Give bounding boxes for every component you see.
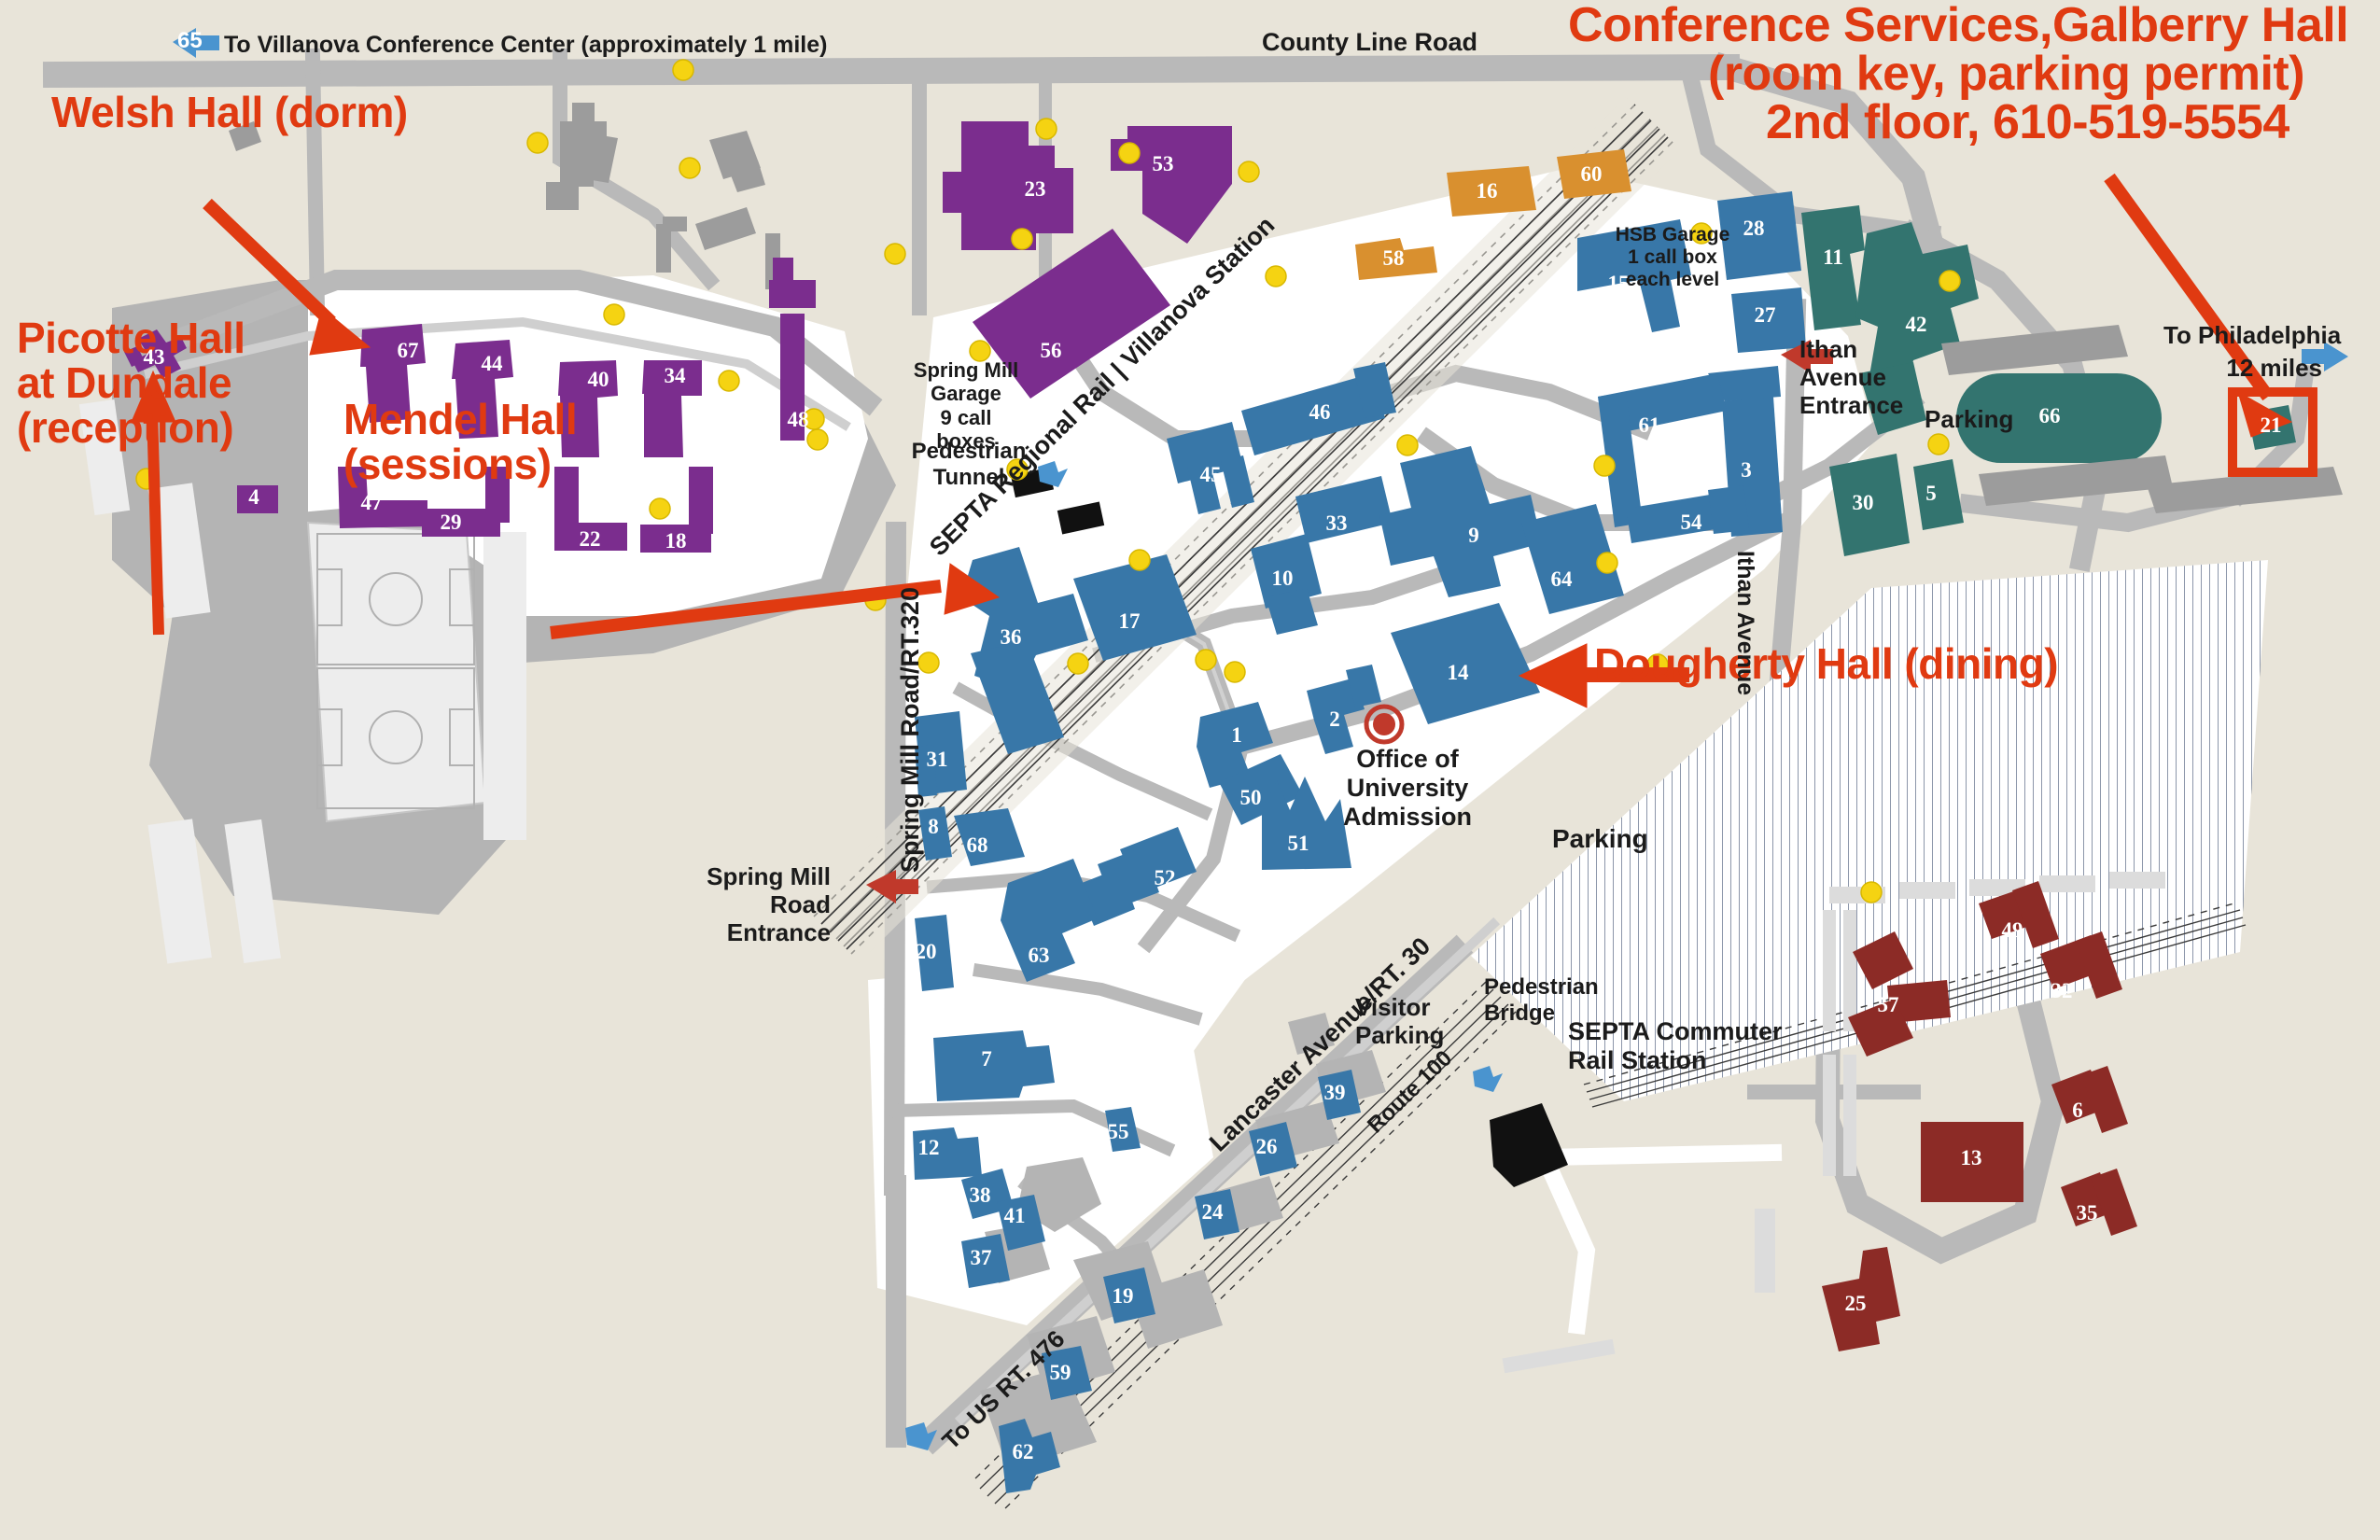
call-box-icon[interactable] [603, 303, 625, 326]
label-visitor-parking-text: Visitor Parking [1355, 993, 1445, 1049]
call-box-icon[interactable] [1118, 142, 1141, 164]
call-box-icon[interactable] [1593, 455, 1616, 477]
label-pedestrian-tunnel-text: Pedestrian Tunnel [911, 439, 1027, 490]
label-parking-right: Parking [1925, 405, 2014, 433]
call-box-icon[interactable] [1927, 433, 1950, 455]
label-pedestrian-bridge: Pedestrian Bridge [1484, 974, 1599, 1026]
call-box-icon[interactable] [649, 497, 671, 520]
call-box-icon[interactable] [1396, 434, 1419, 456]
call-box-icon[interactable] [1690, 222, 1713, 245]
call-box-icon[interactable] [1128, 549, 1151, 571]
label-pedestrian-tunnel: Pedestrian Tunnel [894, 439, 1043, 490]
label-office-of-university-admission-text: Office of University Admission [1342, 745, 1473, 832]
label-septa-commuter-rail-station-text: SEPTA Commuter Rail Station [1568, 1017, 1783, 1075]
annotation-conference-services-line2: (room key, parking permit) [1708, 47, 2305, 101]
call-box-icon[interactable] [1860, 881, 1883, 903]
label-parking-center: Parking [1552, 824, 1648, 853]
call-box-icon[interactable] [803, 408, 825, 430]
label-visitor-parking: Visitor Parking [1355, 993, 1445, 1050]
call-box-icon[interactable] [1238, 161, 1260, 183]
label-to-philadelphia-distance: 12 miles [2226, 354, 2322, 382]
label-spring-mill-road-rt320: Spring Mill Road/RT.320 [896, 586, 924, 873]
call-box-icon[interactable] [917, 651, 940, 674]
label-office-of-university-admission: Office of University Admission [1323, 745, 1491, 832]
label-to-villanova-conference-center: To Villanova Conference Center (approxim… [224, 32, 828, 58]
annotation-dougherty-hall: Dougherty Hall (dining) [1594, 639, 2059, 688]
annotation-welsh-hall: Welsh Hall (dorm) [51, 88, 408, 136]
label-ithan-avenue: Ithan Avenue [1732, 551, 1758, 696]
call-box-icon[interactable] [1265, 265, 1287, 287]
call-box-icon[interactable] [1011, 228, 1033, 250]
label-pedestrian-bridge-text: Pedestrian Bridge [1484, 974, 1599, 1026]
label-route-65-marker: 65 [177, 28, 203, 53]
label-hsb-garage: HSB Garage 1 call box each level [1598, 224, 1747, 291]
annotation-picotte-hall-line3: (reception) [17, 403, 234, 452]
label-septa-commuter-rail-station: SEPTA Commuter Rail Station [1568, 1017, 1783, 1075]
call-box-icon[interactable] [1067, 652, 1089, 675]
label-county-line-road: County Line Road [1262, 28, 1477, 56]
annotation-picotte-hall-line1: Picotte Hall [17, 314, 245, 362]
annotation-conference-services-line1: Conference Services,Galberry Hall [1568, 0, 2349, 52]
annotation-mendel-hall-line2: (sessions) [343, 440, 552, 488]
label-spring-mill-garage: Spring Mill Garage 9 call boxes [910, 358, 1022, 453]
call-box-icon[interactable] [1006, 458, 1029, 481]
label-spring-mill-garage-text: Spring Mill Garage 9 call boxes [913, 358, 1019, 453]
call-box-icon[interactable] [1596, 552, 1618, 574]
annotation-mendel-hall-line1: Mendel Hall [343, 395, 578, 443]
call-box-icon[interactable] [1195, 649, 1217, 671]
label-spring-mill-road-entrance-text: Spring Mill Road Entrance [707, 862, 831, 946]
call-box-icon[interactable] [1939, 270, 1961, 292]
call-box-icon[interactable] [806, 428, 829, 451]
call-box-icon[interactable] [672, 59, 694, 81]
call-box-icon[interactable] [526, 132, 549, 154]
annotation-picotte-hall-line2: at Dundale [17, 358, 232, 407]
call-box-icon[interactable] [1035, 118, 1057, 140]
label-to-philadelphia: To Philadelphia [2163, 321, 2342, 349]
call-box-icon[interactable] [679, 157, 701, 179]
label-ithan-avenue-entrance-text: Ithan Avenue Entrance [1799, 335, 1904, 419]
call-box-icon[interactable] [1224, 661, 1246, 683]
label-hsb-garage-text: HSB Garage 1 call box each level [1615, 224, 1730, 291]
label-ithan-avenue-entrance: Ithan Avenue Entrance [1799, 335, 1904, 420]
call-box-icon[interactable] [969, 340, 991, 362]
annotation-conference-services-line3: 2nd floor, 610-519-5554 [1766, 95, 2289, 149]
call-box-icon[interactable] [718, 370, 740, 392]
label-spring-mill-road-entrance: Spring Mill Road Entrance [653, 862, 831, 947]
call-box-icon[interactable] [884, 243, 906, 265]
